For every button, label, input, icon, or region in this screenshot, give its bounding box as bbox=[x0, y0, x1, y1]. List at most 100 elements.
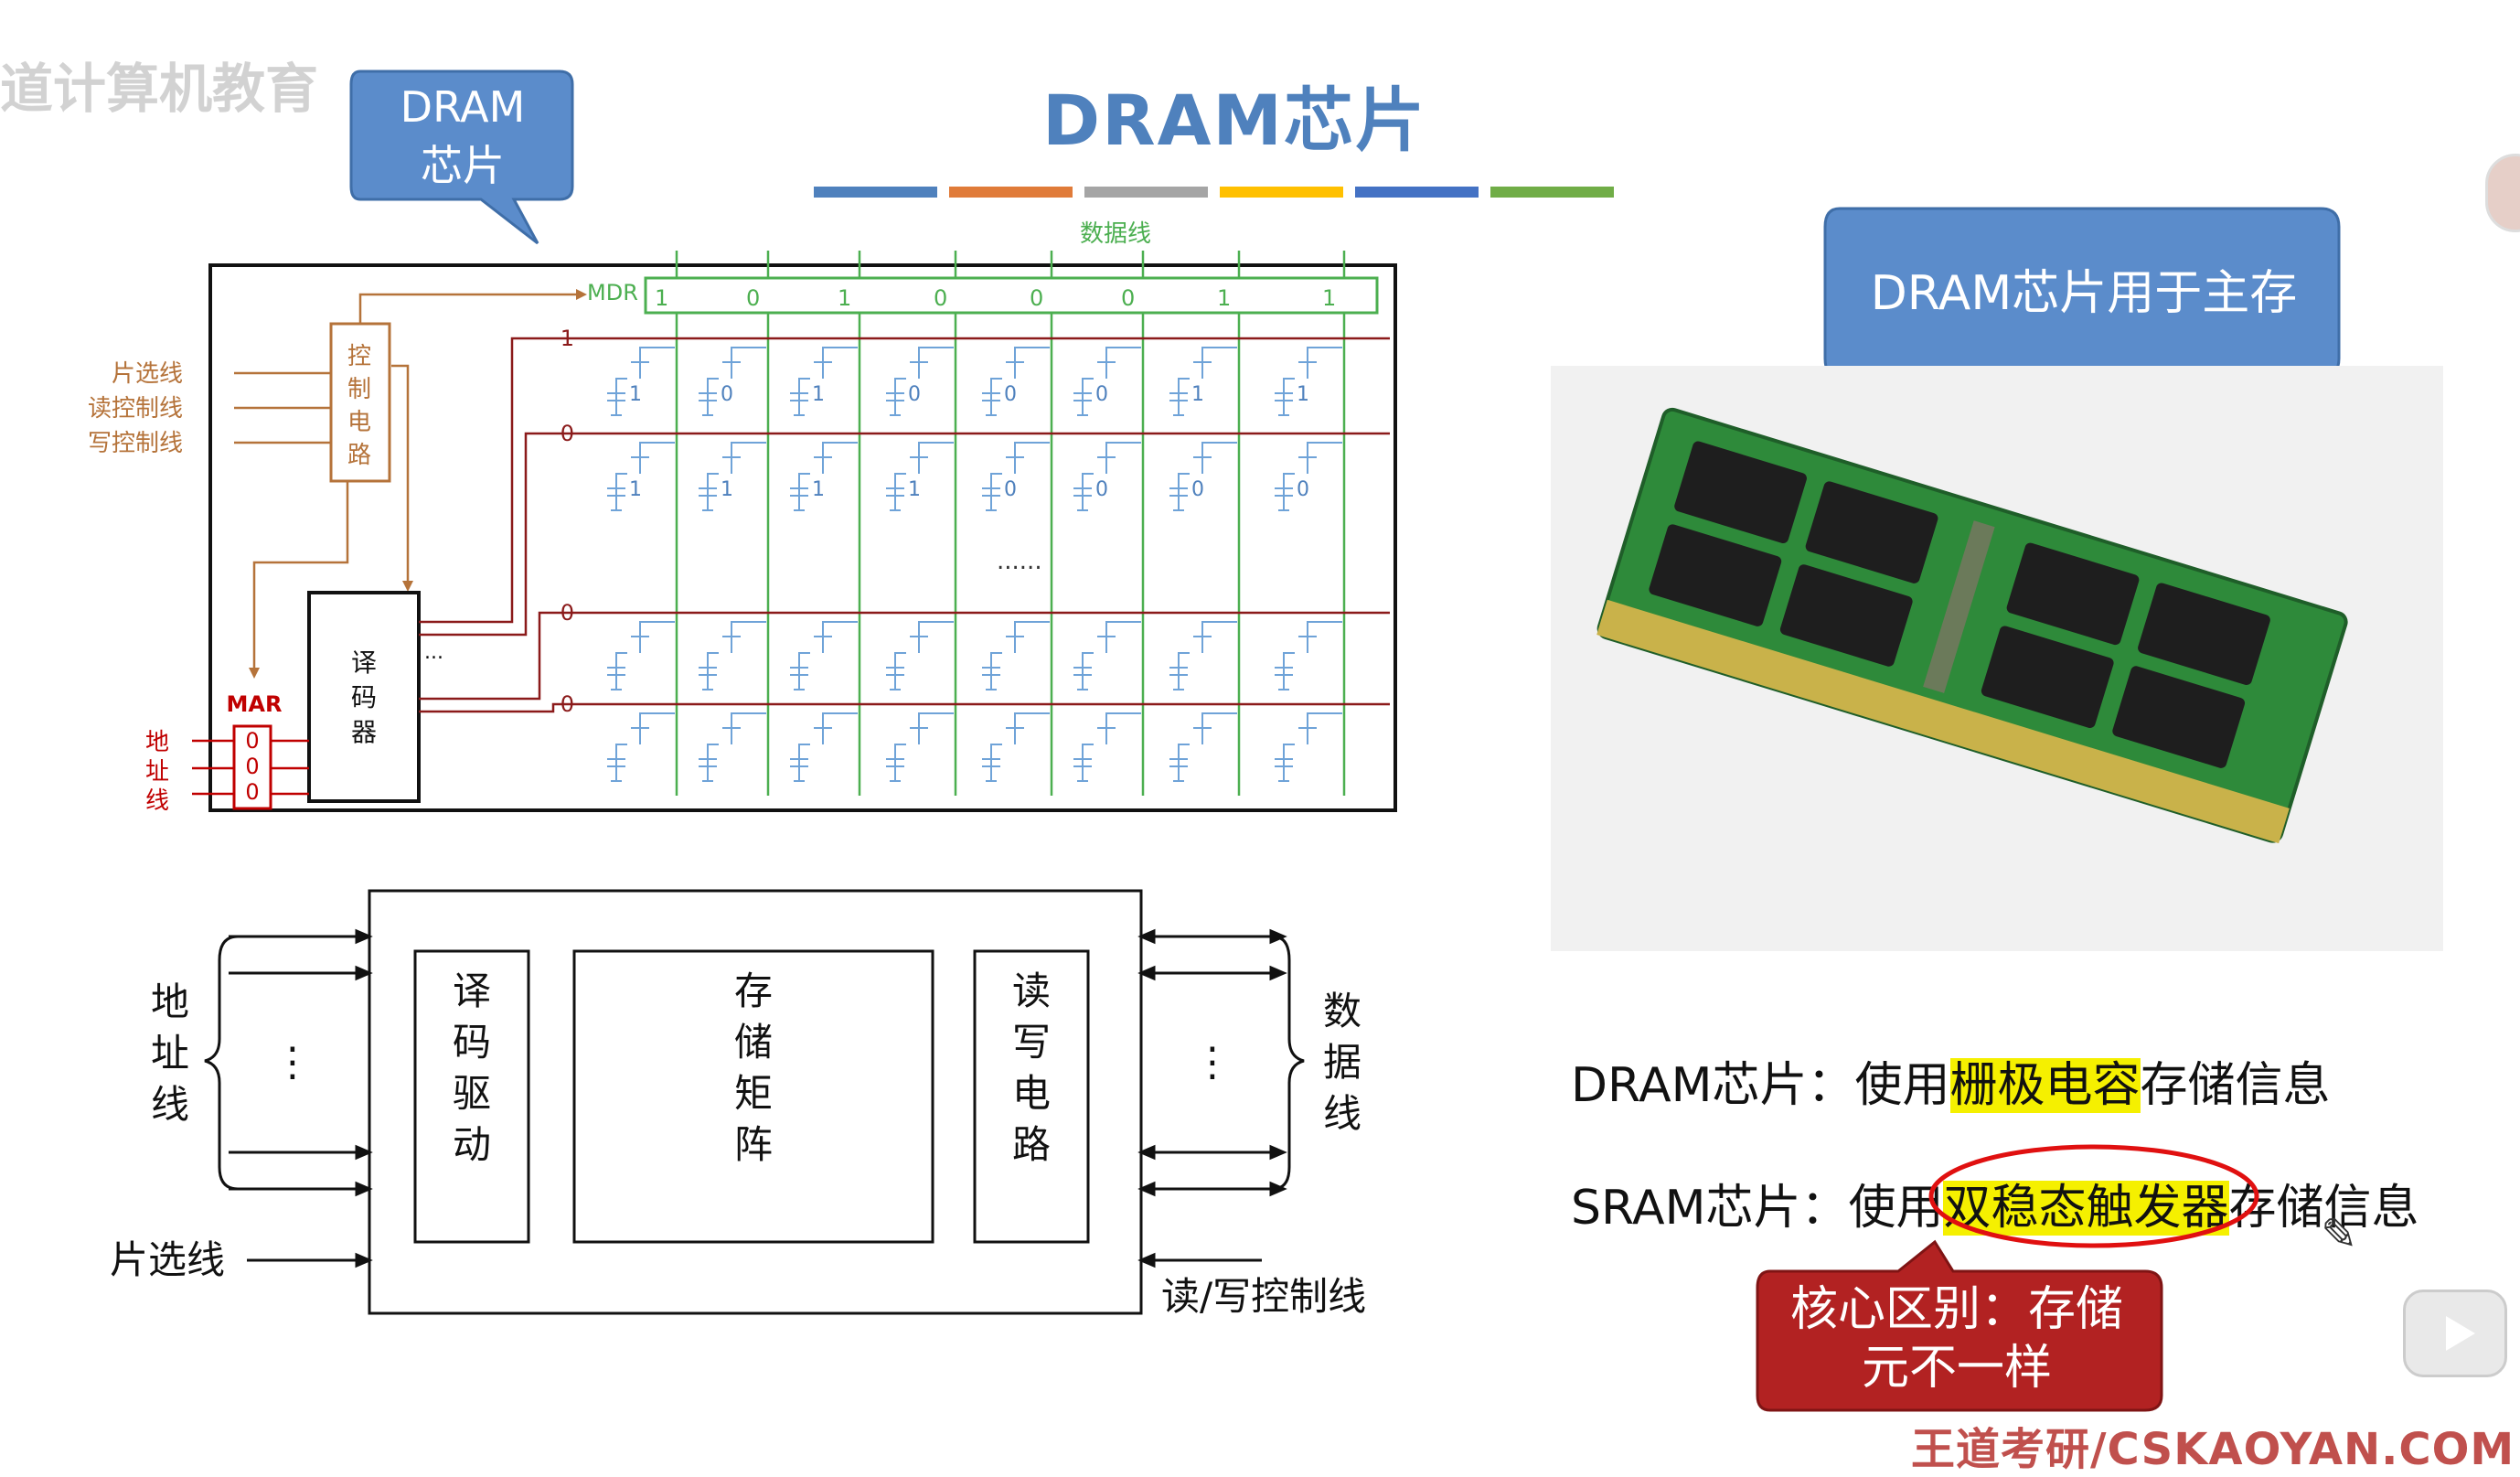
word-line-feeds bbox=[419, 337, 576, 713]
color-bar-segment bbox=[1490, 187, 1614, 198]
color-bar-segment bbox=[1355, 187, 1479, 198]
dram-cell bbox=[1073, 442, 1141, 511]
callout-core-difference bbox=[1756, 1239, 2163, 1412]
block-char: 阵 bbox=[734, 1122, 773, 1167]
block-char: 写 bbox=[1012, 1020, 1051, 1065]
decode-drive-box bbox=[413, 949, 530, 1244]
dram-cell bbox=[1073, 347, 1141, 416]
control-circuit-char: 控 bbox=[347, 343, 371, 370]
control-line-label: 片选线 bbox=[112, 360, 183, 388]
dram-suffix: 存储信息 bbox=[2140, 1058, 2331, 1113]
channel-watermark: 道计算机教育 bbox=[0, 58, 319, 120]
cell-value: 0 bbox=[1191, 478, 1204, 501]
dram-cell bbox=[1275, 621, 1342, 690]
title-color-bar bbox=[814, 187, 1614, 198]
mdr-bit: 1 bbox=[1217, 285, 1231, 311]
dram-cell bbox=[886, 621, 954, 690]
data-vdots: ⋮ bbox=[1192, 1039, 1233, 1086]
decoder-box bbox=[307, 591, 421, 803]
decoder-dots: ... bbox=[424, 641, 443, 664]
callout-line: DRAM bbox=[400, 82, 526, 132]
bit-columns bbox=[675, 251, 1346, 796]
dram-cell bbox=[790, 712, 858, 782]
mdr-bit: 0 bbox=[746, 285, 760, 311]
color-bar-segment bbox=[814, 187, 937, 198]
decoder-char: 码 bbox=[351, 682, 377, 712]
data-brace bbox=[1272, 935, 1305, 1191]
callout-dram-chip-text: DRAM 芯片 bbox=[362, 78, 563, 195]
dram-cell bbox=[607, 621, 675, 690]
control-line-label: 读控制线 bbox=[88, 395, 183, 423]
dram-cell bbox=[1169, 347, 1237, 416]
control-circuit-char: 路 bbox=[347, 442, 371, 469]
data-line-label: 数据线 bbox=[1080, 220, 1151, 248]
block-char: 路 bbox=[1012, 1122, 1051, 1167]
cell-value: 1 bbox=[908, 478, 921, 501]
dram-cell bbox=[607, 442, 675, 511]
ram-module-illustration bbox=[1596, 407, 2348, 844]
cell-value: 1 bbox=[721, 478, 733, 501]
dram-cell bbox=[1073, 621, 1141, 690]
color-bar-segment bbox=[1084, 187, 1208, 198]
address-line-char: 线 bbox=[145, 787, 169, 815]
mdr-bit: 0 bbox=[1121, 285, 1135, 311]
callout-main-memory-text: DRAM芯片用于主存 bbox=[1870, 266, 2298, 321]
block-char: 存 bbox=[734, 969, 773, 1013]
annotation-circle bbox=[1928, 1144, 2259, 1248]
chip-outline bbox=[368, 889, 1143, 1315]
rows-ellipsis: ...... bbox=[997, 548, 1042, 575]
cell-value: 1 bbox=[1297, 383, 1309, 406]
word-line-value: 1 bbox=[561, 326, 574, 351]
dram-cell bbox=[1275, 712, 1342, 782]
dram-cell bbox=[982, 347, 1050, 416]
dram-cell bbox=[790, 347, 858, 416]
cell-value: 1 bbox=[812, 383, 825, 406]
address-label-char: 线 bbox=[151, 1082, 189, 1127]
control-circuit-char: 电 bbox=[347, 409, 371, 436]
cell-value: 1 bbox=[812, 478, 825, 501]
block-char: 译 bbox=[453, 969, 491, 1013]
mdr-bit: 0 bbox=[934, 285, 947, 311]
color-bar-segment bbox=[1220, 187, 1343, 198]
address-vdots: ⋮ bbox=[272, 1039, 313, 1086]
play-icon[interactable] bbox=[2403, 1290, 2507, 1377]
callout-dram-chip bbox=[349, 70, 574, 245]
dram-cell bbox=[886, 712, 954, 782]
cell-value: 0 bbox=[1095, 478, 1108, 501]
mar-label: MAR bbox=[227, 691, 283, 717]
pen-icon[interactable]: ✎ bbox=[2321, 1209, 2358, 1260]
word-line-value: 0 bbox=[561, 691, 574, 717]
mar-bits: 000 bbox=[245, 728, 259, 805]
callout-core-difference-text: 核心区别：存储 元不一样 bbox=[1765, 1280, 2149, 1397]
mdr-bit: 1 bbox=[838, 285, 851, 311]
block-char: 电 bbox=[1012, 1071, 1051, 1116]
control-line-label: 写控制线 bbox=[88, 430, 183, 457]
word-lines bbox=[576, 337, 1390, 706]
word-line-value: 0 bbox=[561, 421, 574, 446]
dram-cell bbox=[1073, 712, 1141, 782]
dram-cell bbox=[790, 621, 858, 690]
sram-highlight: 双稳态触发器 bbox=[1943, 1181, 2229, 1236]
callout-line: 元不一样 bbox=[1861, 1341, 2052, 1396]
decoder-char: 译 bbox=[351, 648, 377, 678]
mdr-bit: 1 bbox=[1322, 285, 1336, 311]
callout-line: 核心区别：存储 bbox=[1789, 1282, 2123, 1337]
dram-cell bbox=[699, 712, 766, 782]
avatar-icon[interactable] bbox=[2485, 154, 2520, 232]
block-char: 读 bbox=[1012, 969, 1051, 1013]
word-line-value: 0 bbox=[561, 600, 574, 626]
cell-value: 0 bbox=[1004, 478, 1017, 501]
mar-bit: 0 bbox=[245, 728, 259, 754]
cell-value: 1 bbox=[629, 478, 642, 501]
mar-bit: 0 bbox=[245, 779, 259, 805]
sram-suffix: 存储信息 bbox=[2228, 1181, 2419, 1236]
dram-prefix: DRAM芯片：使用 bbox=[1571, 1058, 1950, 1113]
cell-value: 0 bbox=[721, 383, 733, 406]
